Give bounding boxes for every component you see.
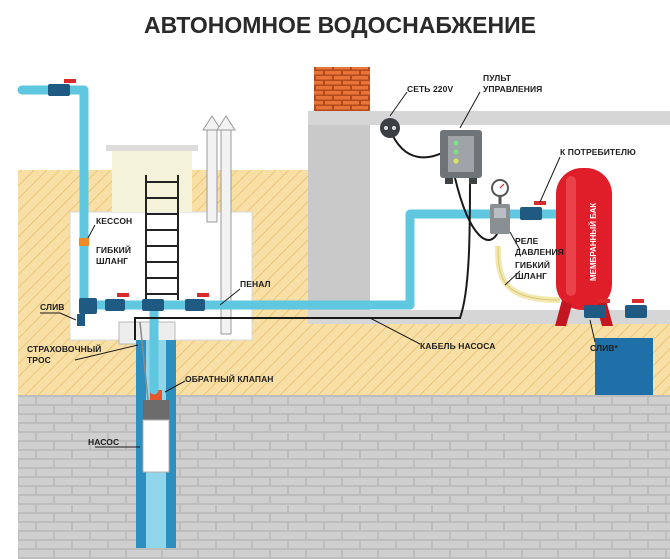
valve-caisson-2 [142, 299, 164, 311]
valve-top-left [48, 79, 76, 96]
label-to-consumer: К ПОТРЕБИТЕЛЮ [560, 147, 636, 157]
label-drain-right: СЛИВ* [590, 343, 619, 353]
power-socket [380, 118, 400, 138]
pump [142, 419, 170, 473]
valve-caisson-3 [185, 293, 209, 311]
label-flex-hose-left-2: ШЛАНГ [96, 256, 128, 266]
leader-lines [40, 91, 596, 448]
house-wall [308, 125, 370, 310]
label-power-220: СЕТЬ 220V [407, 84, 453, 94]
chimney [314, 67, 370, 111]
control-panel [440, 130, 482, 184]
label-control-panel-2: УПРАВЛЕНИЯ [483, 84, 542, 94]
label-pressure-relay-1: РЕЛЕ [515, 236, 539, 246]
label-penal: ПЕНАЛ [240, 279, 271, 289]
membrane-tank-label: МЕМБРАННЫЙ БАК [589, 203, 598, 281]
label-flex-hose-left-1: ГИБКИЙ [96, 244, 131, 255]
valve-drain-right-2 [625, 299, 647, 318]
check-valve [150, 390, 162, 400]
label-pressure-relay-2: ДАВЛЕНИЯ [515, 247, 564, 257]
house-floor [308, 310, 670, 324]
house-ceiling [308, 111, 670, 125]
membrane-tank [555, 168, 613, 326]
label-check-valve: ОБРАТНЫЙ КЛАПАН [185, 373, 274, 384]
valve-drain-left [77, 298, 97, 326]
label-kesson: КЕССОН [96, 216, 132, 226]
pressure-relay [490, 179, 510, 234]
label-flex-hose-right-2: ШЛАНГ [515, 271, 547, 281]
caisson-ladder [145, 175, 179, 300]
drain-pit [595, 338, 653, 395]
valve-caisson-1 [105, 293, 129, 311]
pump-motor [143, 400, 169, 420]
flex-hose-fitting-left [79, 238, 89, 246]
label-pump: НАСОС [88, 437, 119, 447]
label-flex-hose-right-1: ГИБКИЙ [515, 259, 550, 270]
label-control-panel-1: ПУЛЬТ [483, 73, 512, 83]
label-safety-rope-2: ТРОС [27, 355, 51, 365]
brick-ground [18, 395, 670, 559]
label-drain-left: СЛИВ [40, 302, 65, 312]
safety-rope [139, 321, 149, 401]
valve-consumer [520, 201, 546, 220]
label-safety-rope-1: СТРАХОВОЧНЫЙ [27, 343, 102, 354]
valve-drain-right-1 [584, 299, 610, 318]
caisson-lid [106, 145, 198, 151]
vent-pipes [202, 115, 236, 335]
diagram-title: АВТОНОМНОЕ ВОДОСНАБЖЕНИЕ [144, 12, 536, 38]
label-pump-cable: КАБЕЛЬ НАСОСА [420, 341, 496, 351]
